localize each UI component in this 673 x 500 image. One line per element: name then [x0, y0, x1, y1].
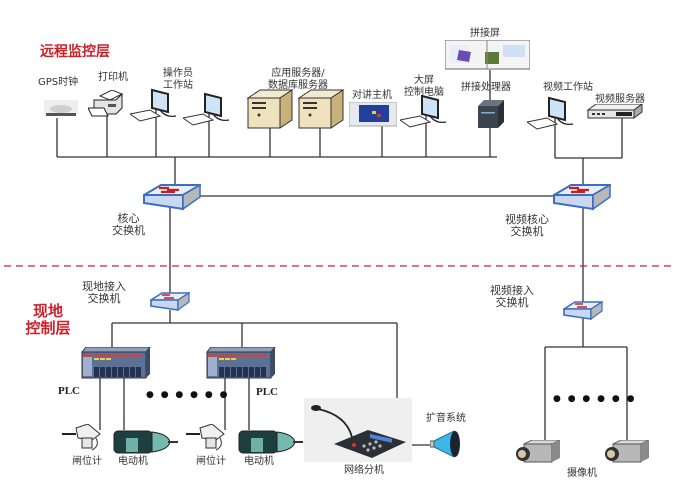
video-access-switch-icon[interactable] — [563, 301, 603, 321]
camera-label: 摄像机 — [567, 468, 597, 479]
motor-label: 电动机 — [118, 456, 148, 467]
video-ws-label: 视频工作站 — [543, 82, 593, 93]
gate-position-meter-icon — [62, 424, 101, 451]
printer-icon — [88, 90, 124, 117]
plc-icon — [205, 347, 276, 379]
bigscreen-pc-label: 大屏 控制电脑 — [404, 75, 444, 99]
gate-meter-label: 闸位计 — [196, 456, 226, 467]
gate-meter-label: 闸位计 — [72, 456, 102, 467]
application-server-icon — [246, 89, 294, 129]
motor-label: 电动机 — [244, 456, 274, 467]
operator-workstation-icon — [183, 92, 230, 126]
core-switch-label: 核心 交换机 — [112, 213, 145, 237]
operator-ws-label-line1: 操作员 — [163, 68, 193, 79]
splice-processor-icon — [478, 100, 504, 128]
field-layer-title: 现地 控制层 — [20, 303, 76, 337]
splice-screen-icon — [445, 40, 530, 70]
bigscreen-pc-label-line1: 大屏 — [414, 75, 434, 86]
video-server-icon — [586, 104, 643, 119]
field-layer-title-line1: 现地 — [32, 302, 63, 320]
intercom-host-label: 对讲主机 — [352, 90, 392, 101]
splice-processor-label: 拼接处理器 — [461, 82, 511, 93]
video-core-switch-label-line1: 视频核心 — [505, 213, 549, 226]
core-switch-icon[interactable] — [143, 183, 201, 213]
servers-label-line2: 数据库服务器 — [268, 80, 328, 91]
field-access-switch-label-line1: 现地接入 — [82, 280, 126, 293]
plc-label: PLC — [58, 385, 80, 397]
video-access-switch-label-line2: 交换机 — [495, 296, 529, 309]
more-cameras-ellipsis: ● ● ● ● ● ● — [553, 394, 637, 404]
operator-ws-label: 操作员 工作站 — [163, 68, 193, 92]
gps-clock-icon — [44, 100, 78, 116]
video-server-label: 视频服务器 — [595, 94, 645, 105]
splice-screen-label: 拼接屏 — [470, 28, 500, 39]
camera-icon — [605, 440, 649, 463]
gps-clock-label: GPS时钟 — [38, 77, 79, 88]
operator-workstation-icon — [130, 88, 177, 122]
bigscreen-pc-label-line2: 控制电脑 — [404, 87, 444, 98]
gate-position-meter-icon — [186, 424, 225, 451]
servers-label-line1: 应用服务器/ — [271, 68, 325, 79]
electric-motor-icon — [113, 430, 178, 454]
pa-system-label: 扩音系统 — [426, 413, 466, 424]
video-core-switch-label-line2: 交换机 — [510, 225, 544, 238]
video-core-switch-label: 视频核心 交换机 — [505, 214, 549, 238]
field-access-switch-icon[interactable] — [150, 292, 190, 312]
pa-speaker-icon — [430, 430, 460, 458]
video-core-switch-icon[interactable] — [553, 183, 611, 213]
network-extension-label: 网络分机 — [344, 465, 384, 476]
remote-layer-title: 远程监控层 — [40, 44, 110, 60]
core-switch-label-line1: 核心 — [117, 212, 140, 225]
field-access-switch-label: 现地接入 交换机 — [82, 281, 126, 305]
servers-label: 应用服务器/ 数据库服务器 — [268, 68, 328, 92]
video-workstation-icon — [527, 96, 574, 130]
field-layer-title-line2: 控制层 — [25, 319, 71, 337]
camera-icon — [516, 440, 560, 463]
electric-motor-icon — [238, 430, 303, 454]
database-server-icon — [297, 89, 345, 129]
printer-label: 打印机 — [98, 72, 128, 83]
plc-label: PLC — [256, 386, 278, 398]
core-switch-label-line2: 交换机 — [112, 224, 145, 237]
operator-ws-label-line2: 工作站 — [163, 80, 193, 91]
bigscreen-pc-icon — [400, 94, 447, 128]
network-extension-icon — [304, 398, 412, 462]
plc-icon — [80, 347, 151, 379]
intercom-host-icon — [349, 102, 397, 127]
field-access-switch-label-line2: 交换机 — [87, 292, 121, 305]
video-access-switch-label-line1: 视频接入 — [490, 284, 534, 297]
video-access-switch-label: 视频接入 交换机 — [490, 285, 534, 309]
more-plc-ellipsis: ● ● ● ● ● ● — [146, 390, 230, 400]
